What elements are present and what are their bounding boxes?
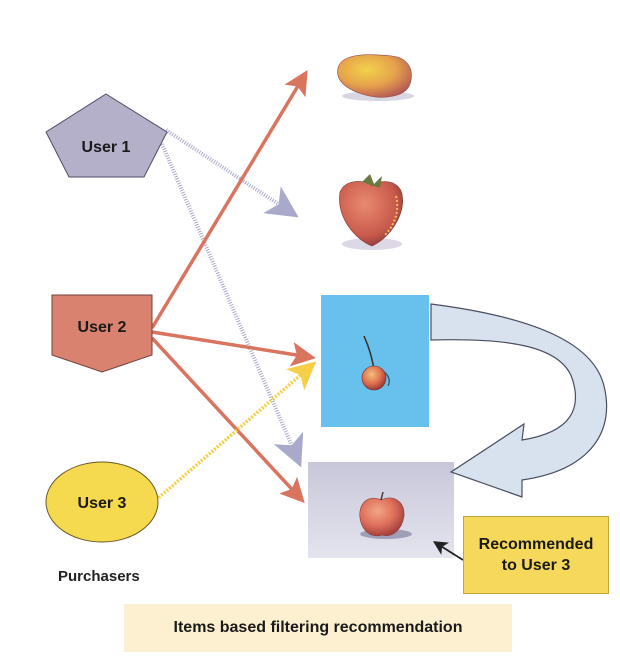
user-3-ellipse-icon	[45, 461, 159, 543]
recommended-line-2: to User 3	[501, 557, 571, 574]
arrow-user2-to-apple	[150, 336, 305, 504]
diagram-caption: Items based filtering recommendation	[124, 604, 512, 652]
arrow-user1-to-apple	[160, 143, 304, 468]
arrow-user2-to-cherry	[151, 330, 316, 367]
user-1-label: User 1	[82, 139, 131, 156]
item-apple	[308, 462, 454, 558]
user1-purchase-arrows	[160, 128, 304, 468]
user-2-label: User 2	[78, 319, 127, 336]
arrow-user3-to-cherry	[154, 361, 317, 502]
user-3-label: User 3	[78, 495, 127, 512]
strawberry-leaf-icon	[362, 174, 382, 188]
user-1-pentagon-icon	[45, 93, 168, 178]
arrow-user2-to-mango	[150, 70, 308, 329]
user3-purchase-arrows	[154, 361, 317, 502]
recommendation-curved-arrow	[430, 303, 608, 498]
purchasers-label: Purchasers	[58, 568, 140, 585]
user-3-node: User 3	[45, 461, 159, 543]
mango-fruit-icon	[337, 54, 412, 98]
apple-fruit-icon	[359, 497, 405, 537]
item-cherry	[321, 295, 429, 427]
pointer-arrow-to-apple	[432, 541, 464, 561]
arrow-user1-to-strawberry	[164, 128, 299, 218]
item-cherry-background	[321, 295, 429, 427]
user-2-shield-icon	[51, 294, 153, 373]
user-2-node: User 2	[51, 294, 153, 373]
user2-purchase-arrows	[150, 70, 316, 504]
recommended-to-user3-box: Recommended to User 3	[463, 516, 609, 594]
item-mango	[306, 18, 436, 118]
cherry-fruit-icon	[361, 365, 387, 391]
apple-stem-icon	[380, 491, 384, 501]
strawberry-seeds-edge	[383, 195, 399, 237]
item-strawberry	[308, 158, 436, 262]
recommended-line-1: Recommended	[478, 536, 594, 553]
user-1-node: User 1	[45, 93, 168, 178]
